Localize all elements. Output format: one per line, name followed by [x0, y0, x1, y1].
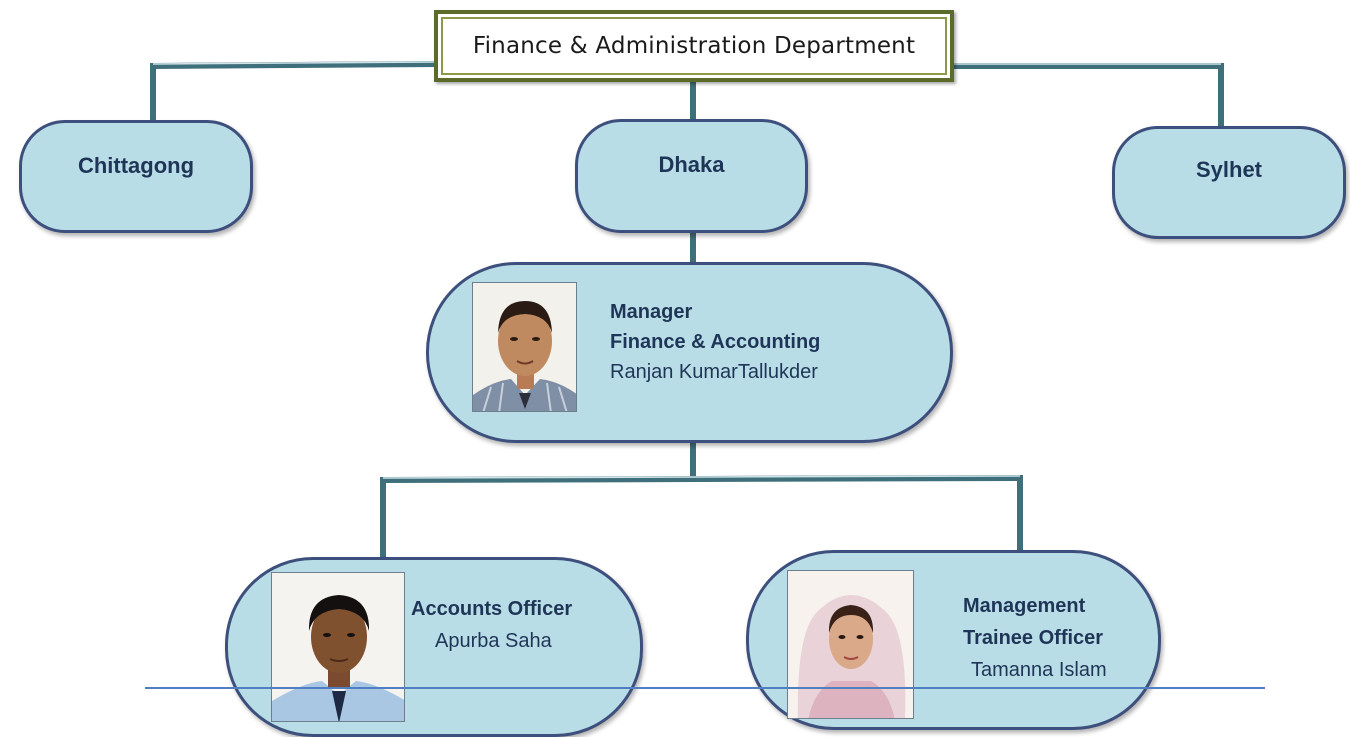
manager-role-line1: Manager	[610, 301, 693, 323]
accounts-officer-node: Accounts Officer Apurba Saha	[225, 557, 643, 737]
department-header: Finance & Administration Department	[434, 10, 954, 82]
branch-dhaka-label: Dhaka	[658, 152, 725, 177]
management-trainee-role-line2: Trainee Officer	[963, 627, 1104, 649]
management-trainee-photo	[787, 570, 914, 719]
branch-sylhet-label: Sylhet	[1195, 157, 1263, 182]
branch-sylhet: Sylhet	[1112, 126, 1346, 239]
manager-name: Ranjan KumarTallukder	[610, 361, 818, 383]
connector-top-left	[149, 60, 440, 70]
connector-lower-bar	[379, 474, 1024, 484]
manager-node: Manager Finance & Accounting Ranjan Kuma…	[426, 262, 953, 443]
department-title: Finance & Administration Department	[472, 33, 916, 59]
management-trainee-node: Management Trainee Officer Tamanna Islam	[746, 550, 1161, 730]
manager-photo	[472, 282, 577, 412]
manager-role-line2: Finance & Accounting	[610, 331, 821, 353]
branch-dhaka: Dhaka	[575, 119, 808, 233]
branch-chittagong-label: Chittagong	[77, 153, 195, 178]
person-avatar-icon	[272, 573, 404, 721]
branch-chittagong: Chittagong	[19, 120, 253, 233]
accounts-officer-role: Accounts Officer	[411, 598, 573, 620]
accounts-officer-photo	[271, 572, 405, 722]
department-header-inner-border	[441, 17, 947, 75]
accounts-officer-name: Apurba Saha	[435, 630, 552, 652]
management-trainee-role-line1: Management	[963, 595, 1086, 617]
bottom-rule-line	[145, 687, 1265, 689]
person-avatar-icon	[473, 283, 576, 411]
person-avatar-icon	[788, 571, 913, 718]
management-trainee-name: Tamanna Islam	[971, 659, 1107, 681]
